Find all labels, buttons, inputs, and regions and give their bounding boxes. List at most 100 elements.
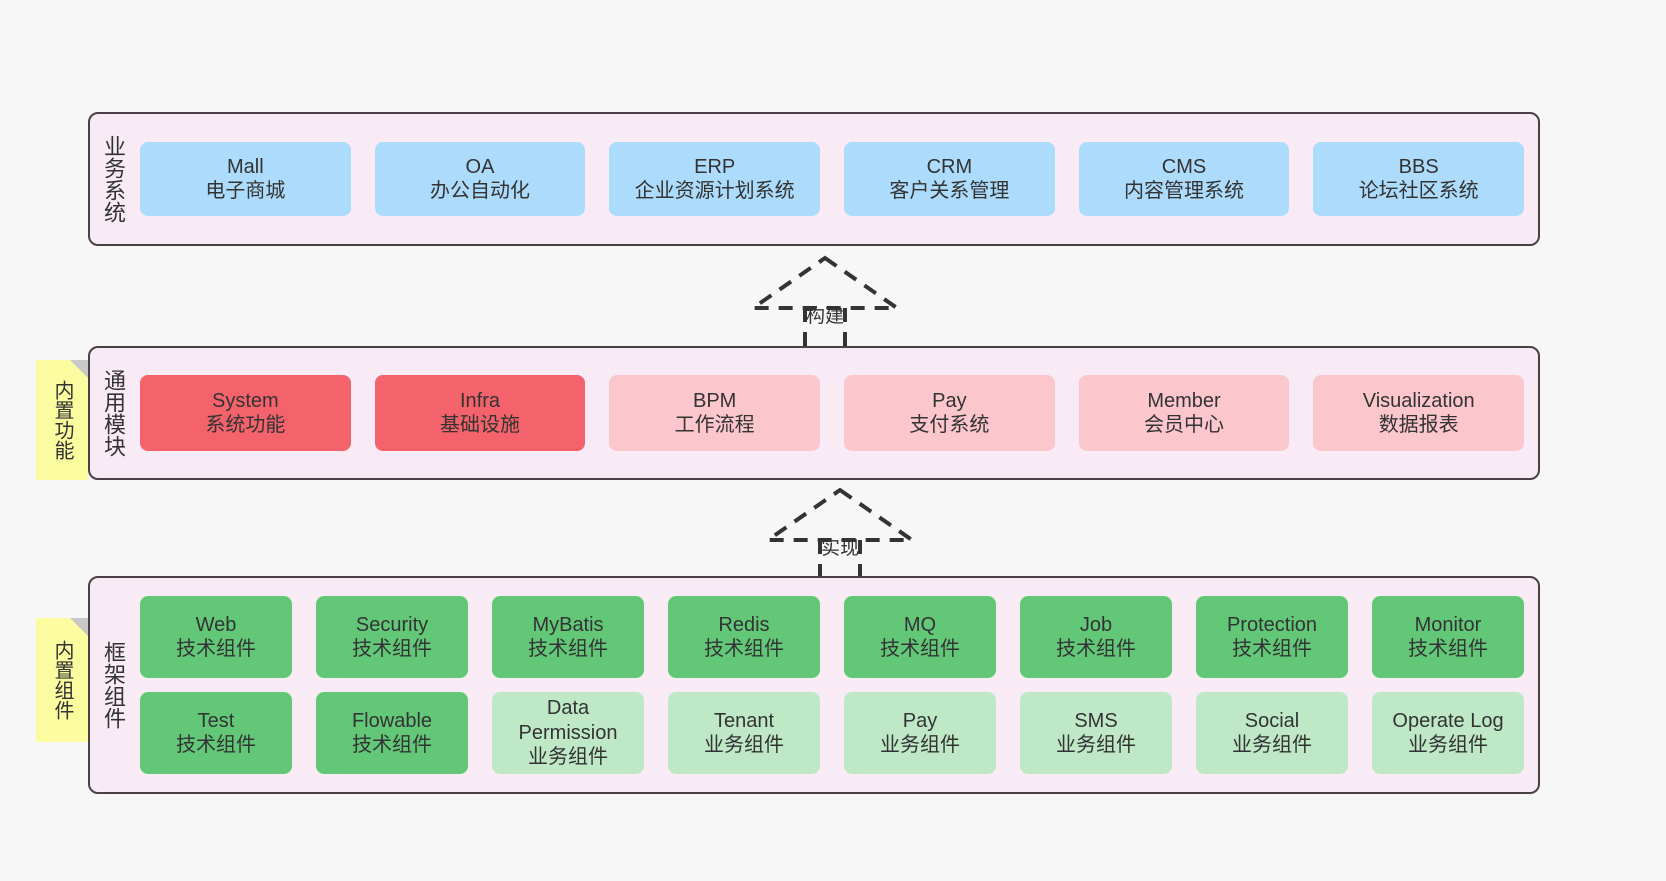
card-row: System 系统功能 Infra 基础设施 BPM 工作流程 Pay 支付系统…: [140, 375, 1525, 451]
card-title-en: BBS: [1398, 155, 1439, 178]
card-title-cn: 技术组件: [528, 638, 608, 660]
card-system[interactable]: System 系统功能: [140, 375, 351, 451]
card-title-cn: 技术组件: [1408, 638, 1488, 660]
card-title-en: Web: [195, 613, 237, 636]
card-erp[interactable]: ERP 企业资源计划系统: [609, 142, 821, 216]
card-title-en: Test: [197, 709, 235, 732]
card-title-cn: 会员中心: [1144, 414, 1225, 436]
card-title-en: Infra: [459, 389, 501, 412]
card-title-en: Data Permission: [518, 697, 618, 744]
layer-body-framework: Web 技术组件 Security 技术组件 MyBatis 技术组件 Redi…: [136, 578, 1538, 792]
arrow-label-implement: 实现: [820, 538, 860, 559]
card-flowable[interactable]: Flowable 技术组件: [316, 692, 468, 774]
card-title-en: MQ: [903, 613, 937, 636]
card-title-cn: 内容管理系统: [1124, 180, 1245, 202]
card-title-cn: 支付系统: [909, 414, 990, 436]
layer-common-modules: 通用模块 System 系统功能 Infra 基础设施 BPM 工作流程 Pay…: [88, 346, 1540, 480]
card-title-cn: 数据报表: [1378, 414, 1459, 436]
card-row: Mall 电子商城 OA 办公自动化 ERP 企业资源计划系统 CRM 客户关系…: [140, 142, 1525, 216]
card-title-cn: 客户关系管理: [889, 180, 1010, 202]
card-operate-log[interactable]: Operate Log 业务组件: [1372, 692, 1524, 774]
card-job[interactable]: Job 技术组件: [1020, 596, 1172, 678]
card-title-en: Visualization: [1362, 389, 1475, 412]
card-row: Test 技术组件 Flowable 技术组件 Data Permission …: [140, 692, 1524, 774]
note-label: 内置功能: [51, 380, 73, 460]
card-web[interactable]: Web 技术组件: [140, 596, 292, 678]
card-protection[interactable]: Protection 技术组件: [1196, 596, 1348, 678]
card-title-cn: 业务组件: [1056, 734, 1136, 756]
card-social[interactable]: Social 业务组件: [1196, 692, 1348, 774]
card-title-en: Monitor: [1414, 613, 1482, 636]
card-title-cn: 技术组件: [704, 638, 784, 660]
card-title-cn: 技术组件: [1056, 638, 1136, 660]
card-data-permission[interactable]: Data Permission 业务组件: [492, 692, 644, 774]
card-title-cn: 业务组件: [880, 734, 960, 756]
card-title-cn: 业务组件: [704, 734, 784, 756]
card-title-en: Redis: [718, 613, 770, 636]
card-title-en: Job: [1079, 613, 1113, 636]
card-title-en: Tenant: [713, 709, 775, 732]
card-title-cn: 企业资源计划系统: [634, 180, 795, 202]
layer-body-business: Mall 电子商城 OA 办公自动化 ERP 企业资源计划系统 CRM 客户关系…: [136, 114, 1538, 244]
note-fold-corner-icon: [70, 618, 88, 636]
card-member[interactable]: Member 会员中心: [1078, 375, 1290, 451]
card-title-cn: 技术组件: [352, 734, 432, 756]
card-title-en: Social: [1244, 709, 1300, 732]
card-pay-business[interactable]: Pay 业务组件: [844, 692, 996, 774]
card-title-en: Pay: [932, 389, 967, 412]
card-infra[interactable]: Infra 基础设施: [374, 375, 586, 451]
card-title-en: Mall: [227, 155, 264, 178]
layer-body-modules: System 系统功能 Infra 基础设施 BPM 工作流程 Pay 支付系统…: [136, 348, 1538, 478]
card-title-cn: 业务组件: [1408, 734, 1488, 756]
card-row: Web 技术组件 Security 技术组件 MyBatis 技术组件 Redi…: [140, 596, 1524, 678]
note-label: 内置组件: [51, 640, 73, 720]
card-crm[interactable]: CRM 客户关系管理: [844, 142, 1055, 216]
card-title-cn: 系统功能: [205, 414, 286, 436]
card-sms[interactable]: SMS 业务组件: [1020, 692, 1172, 774]
card-bbs[interactable]: BBS 论坛社区系统: [1313, 142, 1525, 216]
card-title-en: BPM: [693, 389, 737, 412]
card-title-cn: 技术组件: [352, 638, 432, 660]
card-test[interactable]: Test 技术组件: [140, 692, 292, 774]
arrow-label-build: 构建: [805, 306, 845, 327]
card-title-cn: 业务组件: [1232, 734, 1312, 756]
note-builtin-functions: 内置功能: [36, 360, 88, 480]
card-title-en: MyBatis: [532, 613, 604, 636]
note-builtin-components: 内置组件: [36, 618, 88, 742]
card-title-cn: 技术组件: [1232, 638, 1312, 660]
card-title-en: Pay: [902, 709, 938, 732]
card-mall[interactable]: Mall 电子商城: [140, 142, 351, 216]
card-title-cn: 电子商城: [205, 180, 286, 202]
card-title-en: CMS: [1161, 155, 1207, 178]
card-oa[interactable]: OA 办公自动化: [374, 142, 586, 216]
card-title-en: Protection: [1226, 613, 1318, 636]
card-redis[interactable]: Redis 技术组件: [668, 596, 820, 678]
card-monitor[interactable]: Monitor 技术组件: [1372, 596, 1524, 678]
card-security[interactable]: Security 技术组件: [316, 596, 468, 678]
card-mq[interactable]: MQ 技术组件: [844, 596, 996, 678]
card-title-cn: 办公自动化: [430, 180, 530, 202]
card-title-en: ERP: [694, 155, 736, 178]
card-title-en: SMS: [1074, 709, 1118, 732]
card-title-cn: 技术组件: [880, 638, 960, 660]
card-visualization[interactable]: Visualization 数据报表: [1313, 375, 1525, 451]
card-title-en: OA: [465, 155, 495, 178]
note-fold-corner-icon: [70, 360, 88, 378]
card-mybatis[interactable]: MyBatis 技术组件: [492, 596, 644, 678]
card-title-cn: 技术组件: [176, 638, 256, 660]
arrow-build: 构建: [745, 254, 905, 352]
card-pay[interactable]: Pay 支付系统: [844, 375, 1055, 451]
card-title-cn: 工作流程: [674, 414, 755, 436]
card-bpm[interactable]: BPM 工作流程: [609, 375, 821, 451]
layer-title-framework: 框架组件: [100, 641, 126, 729]
card-title-en: Flowable: [351, 709, 433, 732]
card-cms[interactable]: CMS 内容管理系统: [1078, 142, 1290, 216]
card-title-cn: 论坛社区系统: [1358, 180, 1479, 202]
layer-title-modules: 通用模块: [100, 369, 126, 457]
card-title-cn: 业务组件: [528, 746, 608, 769]
layer-framework-components: 框架组件 Web 技术组件 Security 技术组件 MyBatis 技术组件…: [88, 576, 1540, 794]
arrow-implement: 实现: [760, 486, 920, 584]
card-title-en: CRM: [926, 155, 973, 178]
card-tenant[interactable]: Tenant 业务组件: [668, 692, 820, 774]
